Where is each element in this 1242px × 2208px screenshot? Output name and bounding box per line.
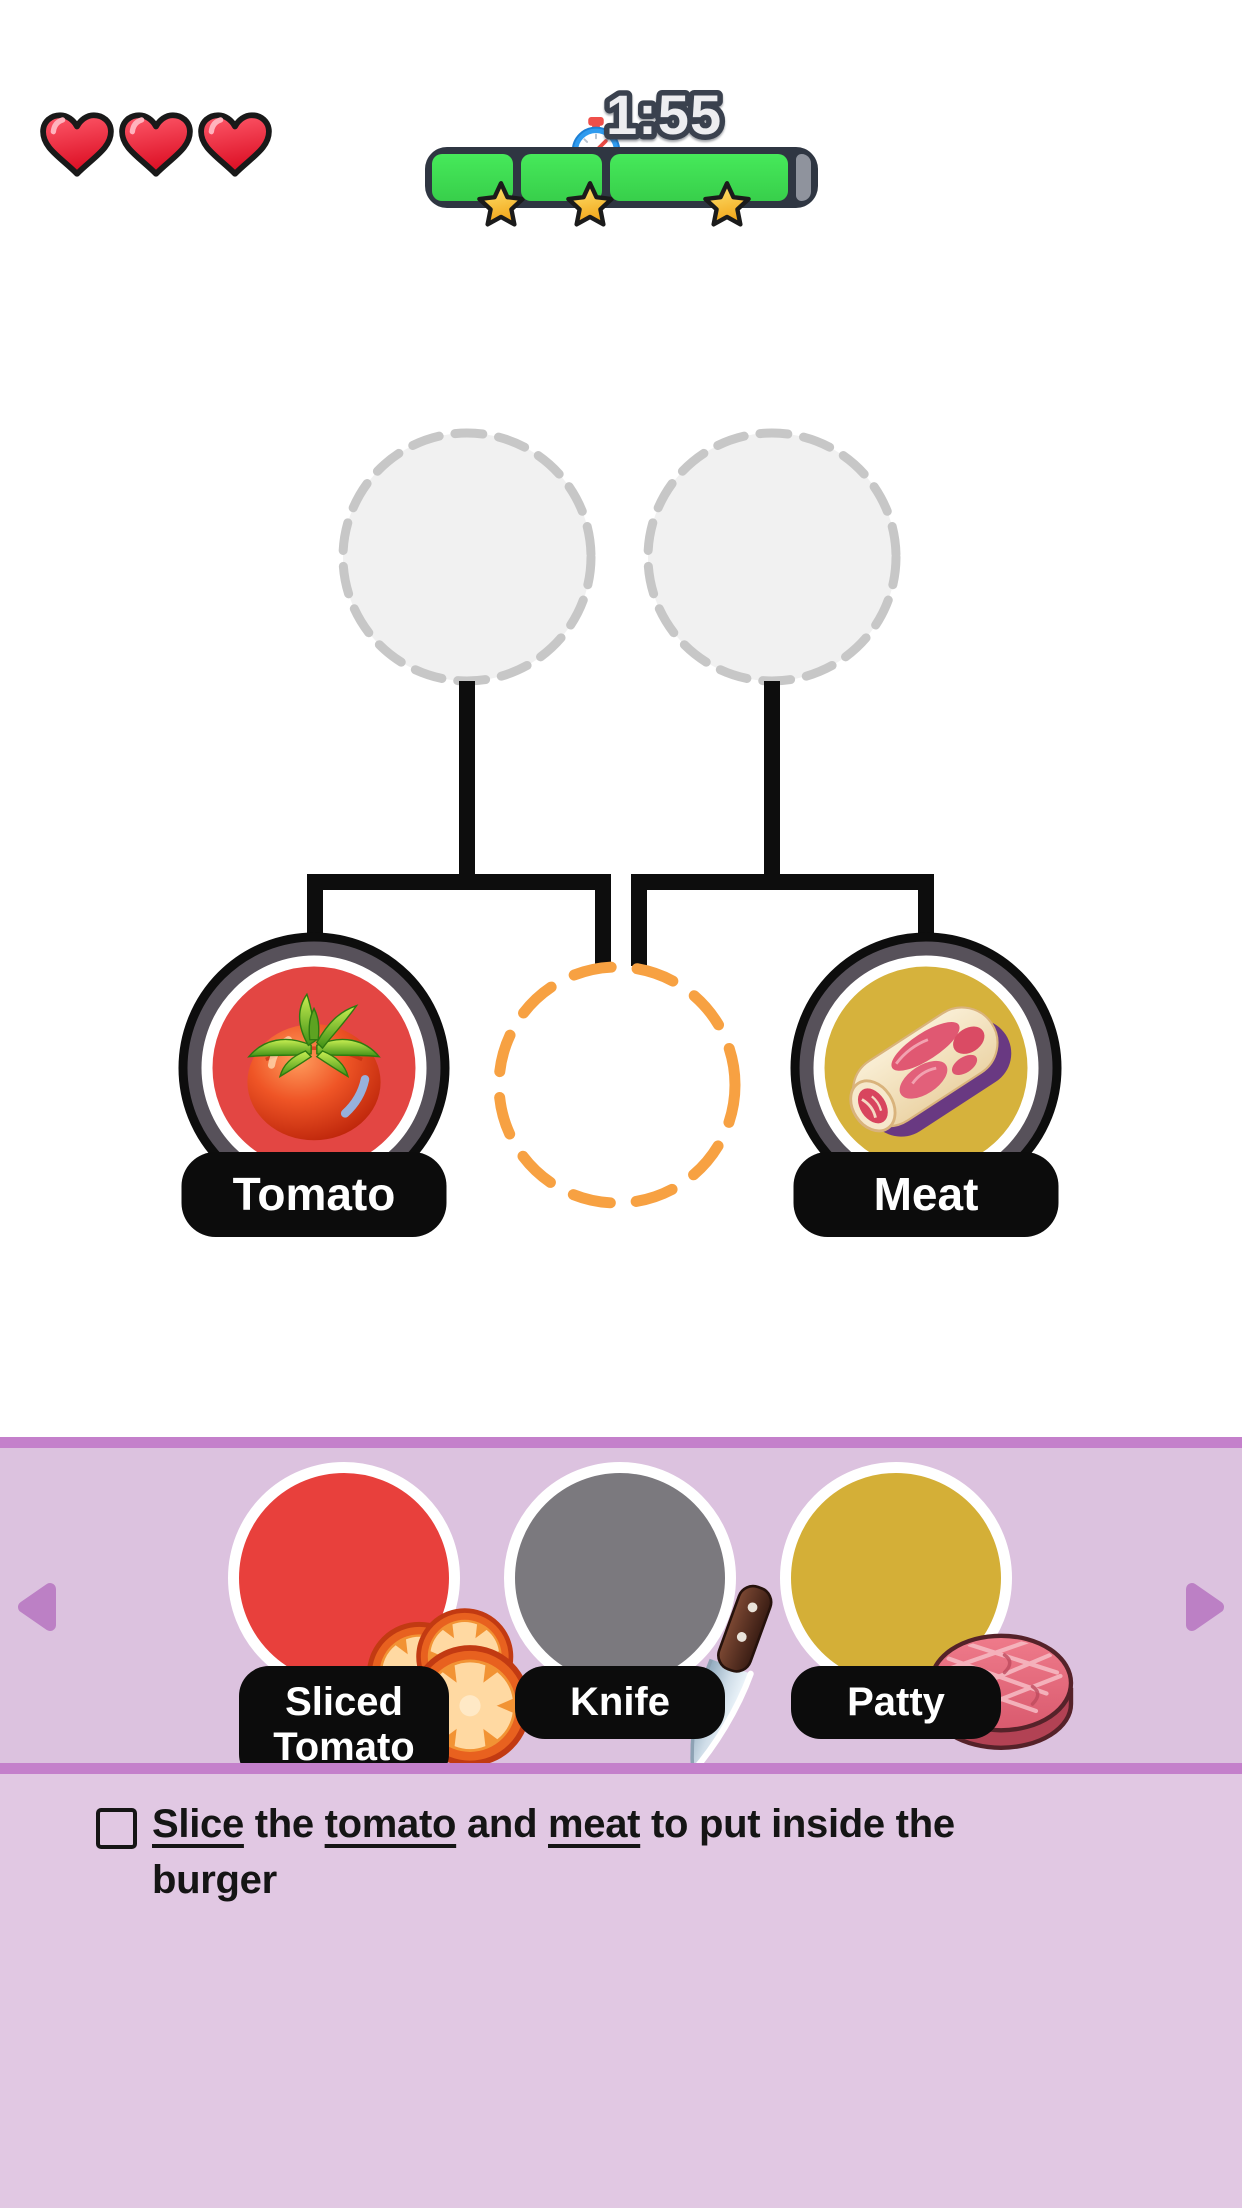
objective-word: and bbox=[456, 1802, 549, 1846]
tray-next-arrow[interactable] bbox=[1182, 1580, 1228, 1634]
objective-text: Slice the tomato and meat to put inside … bbox=[152, 1796, 1162, 1908]
star-slot-1 bbox=[432, 154, 513, 201]
star-slot-3 bbox=[610, 154, 788, 201]
tray-item-knife[interactable]: Knife bbox=[504, 1462, 736, 1762]
ingredient-slot-empty[interactable] bbox=[493, 961, 741, 1209]
star-progress-bar bbox=[425, 147, 818, 208]
result-slot-right[interactable] bbox=[643, 428, 901, 686]
objectives-panel: Slice the tomato and meat to put inside … bbox=[0, 1774, 1242, 2208]
merge-board bbox=[178, 428, 1062, 1209]
item-tray: Sliced Tomato Knife Patty bbox=[0, 1448, 1242, 1784]
star-slot-2 bbox=[521, 154, 602, 201]
objective-checkbox[interactable] bbox=[96, 1808, 137, 1849]
timer-value: 1:55 bbox=[601, 78, 727, 152]
objective-keyword: tomato bbox=[324, 1802, 457, 1846]
tray-top-border bbox=[0, 1437, 1242, 1448]
objective-word: to put inside the bbox=[640, 1802, 955, 1846]
node-tomato[interactable] bbox=[178, 932, 450, 1204]
result-slot-left[interactable] bbox=[338, 428, 596, 686]
node-meat[interactable] bbox=[790, 932, 1062, 1204]
timer-display: 1:55 bbox=[534, 78, 760, 152]
tray-prev-arrow[interactable] bbox=[14, 1580, 60, 1634]
sliced-tomato-illustration bbox=[228, 1462, 460, 1694]
objective-keyword: meat bbox=[548, 1802, 641, 1846]
patty-illustration bbox=[780, 1462, 1012, 1694]
tray-item-label-knife: Knife bbox=[515, 1666, 725, 1739]
objective-word: burger bbox=[152, 1858, 277, 1902]
node-label-tomato: Tomato bbox=[181, 1152, 447, 1237]
objective-keyword: Slice bbox=[152, 1802, 244, 1846]
tray-item-patty[interactable]: Patty bbox=[780, 1462, 1012, 1762]
svg-text:1:55: 1:55 bbox=[606, 83, 722, 146]
tray-item-sliced-tomato[interactable]: Sliced Tomato bbox=[228, 1462, 460, 1784]
knife-illustration bbox=[504, 1462, 736, 1694]
node-label-meat: Meat bbox=[793, 1152, 1059, 1237]
objective-word: the bbox=[243, 1802, 325, 1846]
star-bar-empty-track bbox=[796, 154, 811, 201]
tray-item-label-patty: Patty bbox=[791, 1666, 1001, 1739]
tray-bottom-border bbox=[0, 1763, 1242, 1774]
